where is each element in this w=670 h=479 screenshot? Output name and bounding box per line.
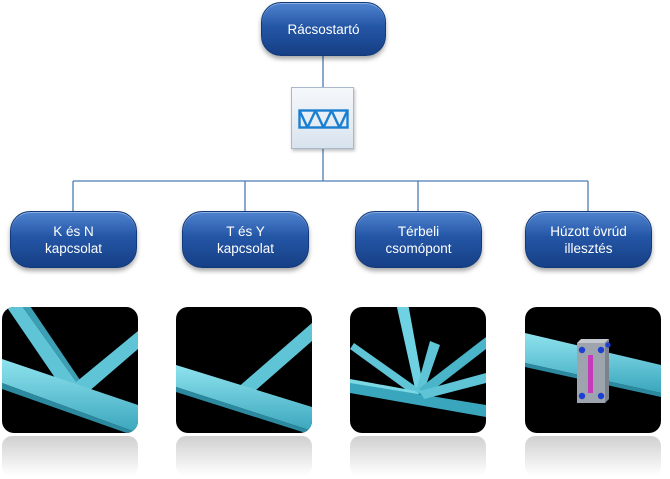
child-node-t-y[interactable]: T és Y kapcsolat (182, 211, 309, 268)
t-y-joint-image (176, 307, 312, 433)
truss-icon (298, 109, 349, 129)
child-node-line1: Húzott övrúd (550, 223, 627, 239)
spatial-node-image (350, 307, 486, 433)
truss-icon-box (291, 87, 354, 149)
child-node-spatial[interactable]: Térbeli csomópont (355, 211, 482, 268)
image-reflection (2, 436, 138, 476)
child-node-line2: kapcsolat (216, 240, 275, 256)
child-node-line2: kapcsolat (44, 240, 103, 256)
root-label: Rácsostartó (287, 21, 360, 37)
child-node-line2: csomópont (385, 240, 452, 256)
image-reflection (525, 436, 661, 476)
child-node-line2: illesztés (564, 240, 613, 256)
k-n-joint-image (2, 307, 138, 433)
tension-chord-splice-image (525, 307, 661, 433)
child-node-k-n[interactable]: K és N kapcsolat (10, 211, 137, 268)
child-node-splice[interactable]: Húzott övrúd illesztés (525, 211, 652, 268)
child-node-line1: T és Y (226, 223, 265, 239)
root-node[interactable]: Rácsostartó (261, 2, 386, 56)
child-node-line1: K és N (53, 223, 94, 239)
image-reflection (176, 436, 312, 476)
image-reflection (350, 436, 486, 476)
child-node-line1: Térbeli (397, 223, 440, 239)
